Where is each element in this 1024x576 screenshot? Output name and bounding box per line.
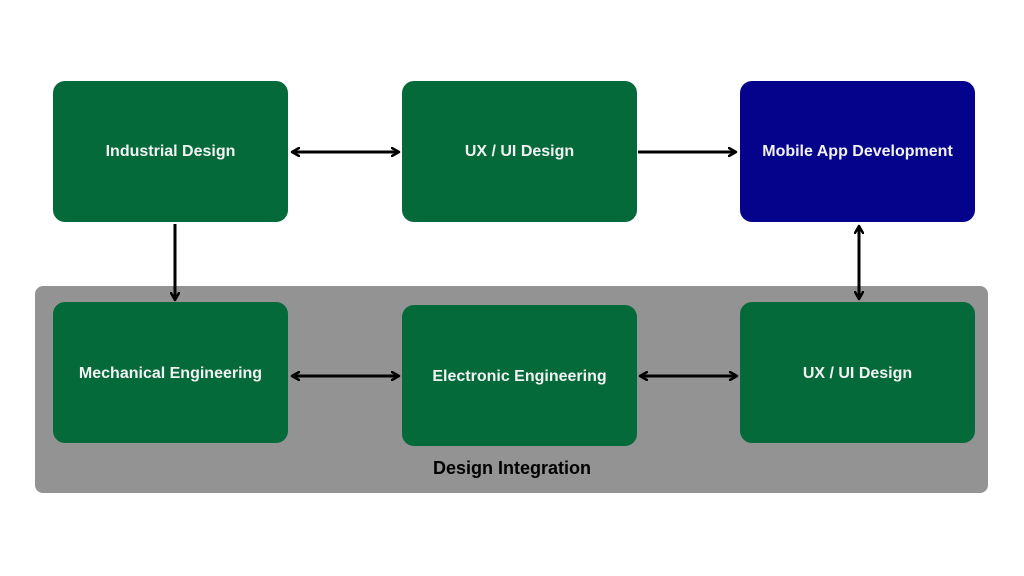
design-integration-label: Design Integration	[432, 458, 591, 478]
node-mechanical-engineering[interactable]: Mechanical Engineering	[53, 302, 288, 443]
node-label: Industrial Design	[105, 143, 236, 160]
node-label: Mobile App Development	[762, 143, 953, 160]
node-label: Electronic Engineering	[432, 368, 607, 385]
node-industrial-design[interactable]: Industrial Design	[53, 81, 288, 222]
node-mobile-app-development[interactable]: Mobile App Development	[740, 81, 975, 222]
node-electronic-engineering[interactable]: Electronic Engineering	[402, 305, 637, 446]
node-ux-ui-design-bottom[interactable]: UX / UI Design	[740, 302, 975, 443]
node-label: UX / UI Design	[802, 365, 913, 382]
node-label: Mechanical Engineering	[78, 365, 263, 382]
node-label: UX / UI Design	[464, 143, 575, 160]
node-ux-ui-design-top[interactable]: UX / UI Design	[402, 81, 637, 222]
